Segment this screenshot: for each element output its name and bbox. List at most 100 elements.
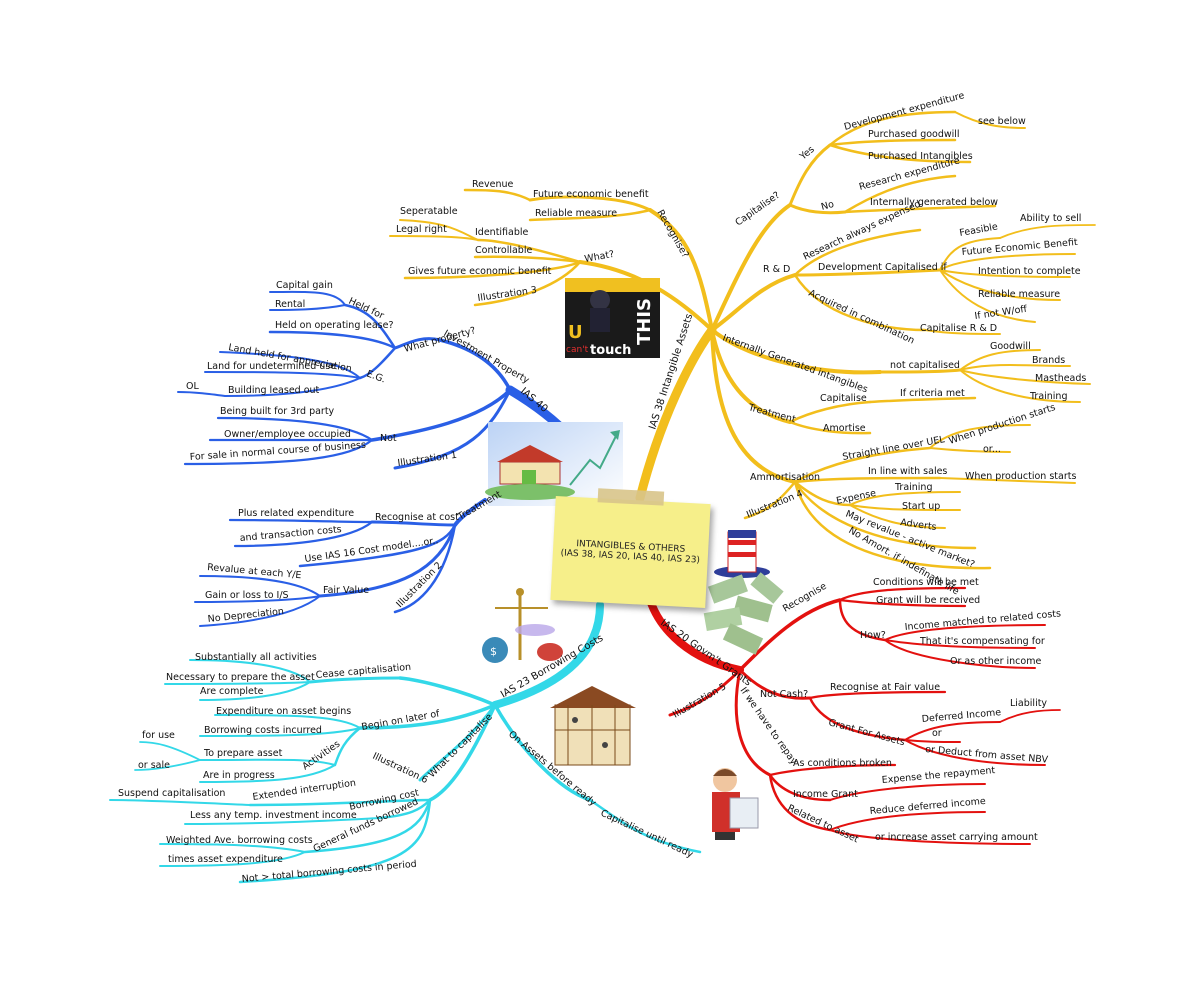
no-label: No (820, 199, 836, 213)
not-label: Not (380, 433, 397, 444)
illustration6-label: Illustration 6 (371, 751, 430, 786)
expenditure-begins-label: Expenditure on asset begins (216, 706, 351, 717)
expense-repayment-label: Expense the repayment (881, 765, 996, 786)
or-label: or... (983, 444, 1001, 455)
income-grant-label: Income Grant (793, 789, 858, 800)
capital-gain-label: Capital gain (276, 280, 333, 291)
when-production2-label: When production starts (965, 471, 1076, 482)
in-line-sales-label: In line with sales (868, 466, 947, 477)
internally-generated-below-label: Internally generated below (870, 197, 998, 208)
being-built-label: Being built for 3rd party (220, 406, 335, 417)
capitalise-until-label: Capitalise until ready (599, 808, 695, 861)
gain-loss-label: Gain or loss to I/S (205, 590, 289, 601)
see-below-label: see below (978, 116, 1026, 127)
transaction-costs-label: and transaction costs (239, 524, 342, 544)
illustration4-label: Illustration 4 (745, 488, 805, 521)
plus-related-label: Plus related expenditure (238, 508, 354, 519)
for-use-label: for use (142, 730, 175, 741)
training2-label: Training (894, 482, 933, 493)
recognise-q-label: Recognise? (654, 208, 690, 260)
rental-label: Rental (275, 299, 305, 310)
how-label: How? (860, 630, 886, 641)
necessary-label: Necessary to prepare the asset (166, 672, 315, 683)
brands-label: Brands (1032, 355, 1065, 366)
revenue-label: Revenue (472, 179, 514, 190)
poster-image: U can't touch THIS (565, 278, 660, 358)
ias38-labels: IAS 38 Intangible Assets Recognise? Futu… (396, 90, 1086, 597)
ol-label: OL (186, 381, 199, 392)
training-label: Training (1029, 391, 1068, 402)
svg-text:can't: can't (566, 345, 589, 355)
svg-text:touch: touch (590, 343, 631, 358)
internally-generated-label: Internally Generated intangibles (721, 332, 869, 395)
suspend-label: Suspend capitalisation (118, 788, 225, 799)
recognise20-label: Recognise (781, 581, 829, 615)
not-capitalised-label: not capitalised (890, 360, 960, 371)
grant-assets-label: Grant For Assets (827, 717, 906, 748)
rd-label: R & D (763, 264, 790, 275)
intention-label: Intention to complete (978, 266, 1081, 277)
tape-decoration (597, 488, 665, 506)
ability-to-sell-label: Ability to sell (1020, 213, 1081, 224)
less-temp-label: Less any temp. investment income (190, 810, 357, 821)
adverts-label: Adverts (900, 517, 938, 533)
illustration2-label: Illustration 2 (394, 560, 444, 610)
activities-label: Activities (300, 739, 342, 773)
income-matched-label: Income matched to related costs (904, 608, 1061, 633)
ias38-branches (389, 110, 1096, 570)
development-cap-if-label: Development Capitalised if (818, 262, 947, 273)
acquired-combination-label: Acquired in combination (807, 288, 916, 347)
when-production-label: When production starts (948, 402, 1057, 447)
construction-image (550, 686, 636, 766)
held-for-label: Held for (347, 296, 386, 322)
svg-text:THIS: THIS (634, 298, 655, 345)
svg-text:U: U (568, 322, 583, 343)
for-sale-label: For sale in normal course of business (189, 440, 366, 463)
recognise-fv-label: Recognise at Fair value (830, 682, 940, 693)
mastheads-label: Mastheads (1035, 373, 1086, 384)
substantially-label: Substantially all activities (195, 652, 317, 663)
weighted-label: Weighted Ave. borrowing costs (166, 835, 313, 846)
or-sale-label: or sale (138, 760, 170, 771)
fair-value-label: Fair Value (323, 585, 369, 596)
treatment-label: Treatment (746, 402, 797, 425)
start-up-label: Start up (902, 501, 940, 512)
are-complete-label: Are complete (200, 686, 264, 697)
reliable-measure2-label: Reliable measure (978, 289, 1060, 300)
future-economic-benefit-label: Future economic benefit (533, 189, 649, 200)
liability-label: Liability (1010, 698, 1047, 709)
to-prepare-label: To prepare asset (203, 748, 283, 759)
increase-asset-label: or increase asset carrying amount (875, 832, 1038, 843)
ias23-branches (109, 601, 702, 884)
what-label: What? (584, 249, 615, 265)
owner-occupied-label: Owner/employee occupied (224, 429, 351, 440)
ias20-branches (646, 586, 1061, 845)
scales-image: $ (482, 588, 563, 663)
capitalise-q-label: Capitalise? (733, 190, 782, 229)
seperatable-label: Seperatable (400, 206, 458, 217)
purchased-intangibles-label: Purchased Intangibles (868, 151, 973, 162)
held-operating-label: Held on operating lease? (275, 320, 394, 331)
controllable-label: Controllable (475, 245, 532, 256)
identifiable-label: Identifiable (475, 227, 529, 238)
recognise-cost-label: Recognise at cost (375, 512, 459, 523)
land-undetermined-label: Land for undetermined use (207, 361, 336, 372)
grant-received-label: Grant will be received (876, 595, 980, 606)
other-income-label: Or as other income (950, 656, 1041, 667)
times-asset-label: times asset expenditure (168, 854, 283, 865)
amortise-label: Amortise (823, 423, 866, 434)
expense-label: Expense (835, 488, 877, 507)
or20-label: or (932, 728, 942, 739)
ammortisation-label: Ammortisation (750, 472, 820, 483)
central-topic-note[interactable]: INTANGIBLES & OTHERS (IAS 38, IAS 20, IA… (550, 488, 711, 608)
capitalise-rd-label: Capitalise R & D (920, 323, 997, 334)
svg-text:$: $ (490, 645, 497, 658)
building-leased-label: Building leased out (228, 385, 320, 396)
gives-future-label: Gives future economic benefit (408, 266, 552, 277)
worried-person-image (712, 768, 759, 840)
research-always-label: Research always expensed (802, 199, 923, 263)
begin-label: Begin on later of (361, 708, 441, 733)
conditions-broken-label: As conditions broken (793, 758, 892, 769)
eg-label: E.G. (365, 368, 387, 385)
